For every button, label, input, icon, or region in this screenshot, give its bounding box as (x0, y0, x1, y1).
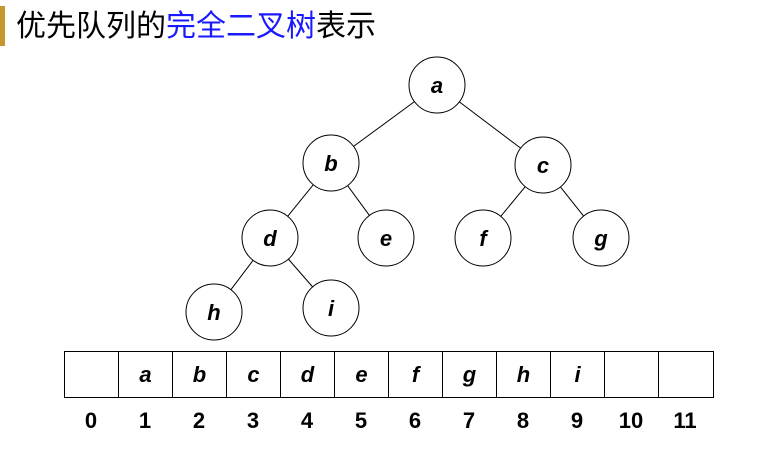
array-index-11: 11 (673, 408, 697, 433)
tree-node-h: h (185, 283, 243, 341)
title-part-3: 表示 (316, 9, 376, 44)
tree-node-c: c (514, 136, 572, 194)
array-indices: 0 1 2 3 4 5 6 7 8 9 10 11 (64, 408, 712, 434)
page-title: 优先队列的完全二叉树表示 (16, 8, 376, 46)
tree-edge-a-c (459, 101, 521, 149)
array-cell-1: a (119, 352, 173, 397)
array-cell-7: g (443, 352, 497, 397)
title-part-1: 优先队列的 (16, 9, 166, 44)
array-index-8: 8 (516, 408, 530, 433)
tree-node-circle (302, 134, 360, 192)
tree-edge-b-d (287, 184, 314, 217)
tree-edge-d-i (288, 258, 313, 288)
array-cell-8: h (497, 352, 551, 397)
array-index-10: 10 (618, 408, 644, 433)
array-index-5: 5 (354, 408, 368, 433)
tree-edge-b-e (347, 185, 370, 216)
tree-node-g: g (572, 209, 630, 267)
array-cell-0 (65, 352, 119, 397)
tree-node-label: c (537, 153, 549, 178)
tree-node-i: i (302, 279, 360, 337)
tree-node-label: d (263, 226, 277, 251)
tree-node-label: f (479, 226, 489, 251)
array-index-2: 2 (192, 408, 206, 433)
tree-node-circle (241, 209, 299, 267)
array-cell-6: f (389, 352, 443, 397)
tree-edge-d-h (230, 260, 254, 290)
array-cell-11 (659, 352, 713, 397)
tree-edge-a-b (353, 101, 415, 147)
array-cell-3: c (227, 352, 281, 397)
array-cell-4: d (281, 352, 335, 397)
array-index-3: 3 (246, 408, 260, 433)
tree-node-circle (514, 136, 572, 194)
array-cell-9: i (551, 352, 605, 397)
tree-node-circle (357, 209, 415, 267)
tree-node-f: f (454, 209, 512, 267)
array-index-9: 9 (570, 408, 584, 433)
tree-node-label: h (207, 300, 220, 325)
tree-node-circle (302, 279, 360, 337)
array-index-0: 0 (84, 408, 98, 433)
array-index-7: 7 (462, 408, 476, 433)
array-index-4: 4 (300, 408, 314, 433)
tree-node-label: a (431, 73, 443, 98)
title-accent-bar (0, 6, 5, 46)
tree-node-circle (185, 283, 243, 341)
tree-edge-c-f (500, 186, 526, 217)
array-cell-5: e (335, 352, 389, 397)
tree-edge-c-g (560, 186, 584, 217)
array-cell-2: b (173, 352, 227, 397)
tree-node-label: i (328, 296, 335, 321)
tree-node-a: a (408, 56, 466, 114)
tree-node-e: e (357, 209, 415, 267)
tree-node-circle (454, 209, 512, 267)
title-part-highlight: 完全二叉树 (166, 9, 316, 44)
tree-node-label: e (380, 226, 392, 251)
tree-node-label: b (324, 151, 337, 176)
array-index-6: 6 (408, 408, 422, 433)
tree-node-circle (572, 209, 630, 267)
array-cell-10 (605, 352, 659, 397)
tree-node-d: d (241, 209, 299, 267)
tree-node-circle (408, 56, 466, 114)
tree-node-label: g (593, 226, 608, 251)
tree-node-b: b (302, 134, 360, 192)
array-index-1: 1 (138, 408, 152, 433)
